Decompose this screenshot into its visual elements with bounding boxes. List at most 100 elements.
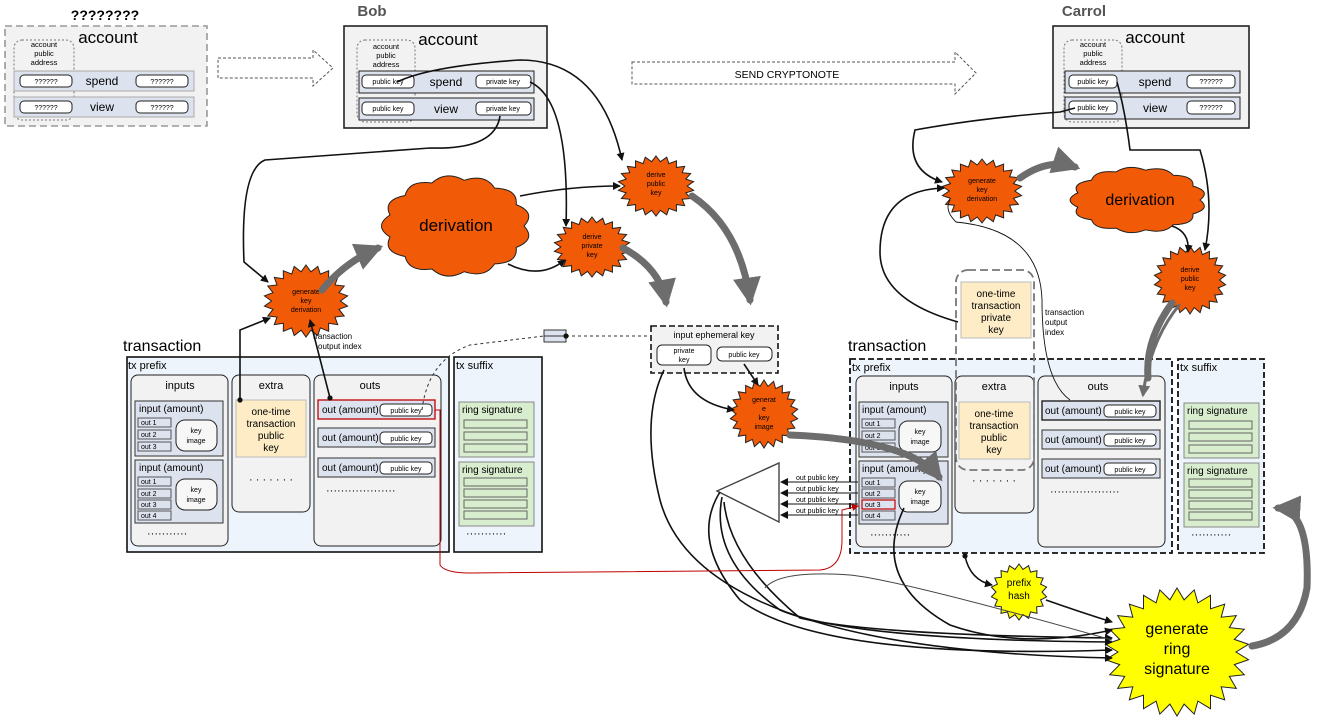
svg-text:out 4: out 4: [865, 513, 881, 520]
dashed-hash-link: [421, 335, 545, 411]
svg-text:public key: public key: [1114, 438, 1146, 445]
svg-text:spend: spend: [1139, 75, 1172, 89]
svg-text:out 1: out 1: [865, 421, 881, 428]
svg-text:image: image: [186, 497, 205, 504]
carrol-view-public-key: [1068, 100, 1118, 115]
generate-key-image-star: [729, 379, 799, 449]
hash-list-icon: [543, 329, 567, 343]
carrol-generate-key-derivation-star: [941, 158, 1023, 224]
blob-layer: [263, 155, 1250, 717]
carrol-key-image-2: [898, 480, 942, 513]
svg-text:tx prefix: tx prefix: [852, 362, 891, 374]
svg-text:key: key: [191, 487, 202, 494]
carrol-spend-private-key: [1186, 74, 1236, 89]
bob-tx-prefix-label: tx prefix: [128, 360, 167, 372]
bob-account: Bob account account public address publi…: [343, 3, 548, 129]
svg-text:input (amount): input (amount): [139, 404, 203, 415]
svg-text:out 1: out 1: [141, 420, 157, 427]
svg-text:out (amount): out (amount): [1045, 435, 1102, 446]
svg-text:public key: public key: [372, 106, 404, 113]
svg-text:one-time: one-time: [975, 409, 1014, 420]
prefix-hash-star: [990, 563, 1048, 621]
svg-text:key: key: [986, 445, 1002, 456]
svg-text:generat: generat: [752, 397, 776, 404]
svg-text:private key: private key: [486, 79, 520, 86]
svg-text:out 3: out 3: [141, 502, 157, 509]
svg-text:derivation: derivation: [291, 307, 321, 314]
svg-text:generate: generate: [292, 289, 320, 296]
svg-text:??????: ??????: [150, 79, 173, 86]
svg-text:??????: ??????: [34, 79, 57, 86]
bob-derive-private-key-star: [553, 216, 631, 278]
svg-text:ring signature: ring signature: [462, 405, 523, 416]
svg-text:spend: spend: [430, 75, 463, 89]
svg-text:input (amount): input (amount): [139, 463, 203, 474]
svg-text:ring signature: ring signature: [462, 465, 523, 476]
red-output-reference: [435, 409, 859, 574]
svg-text:e: e: [762, 406, 766, 413]
svg-text:public key: public key: [390, 408, 422, 415]
svg-text:key: key: [977, 187, 988, 194]
svg-text:image: image: [186, 438, 205, 445]
svg-text:image: image: [910, 439, 929, 446]
svg-text:??????: ??????: [1199, 105, 1222, 112]
svg-text:ring signature: ring signature: [1187, 406, 1248, 417]
svg-text:derive: derive: [582, 234, 601, 241]
svg-text:out 2: out 2: [865, 491, 881, 498]
svg-text:ring signature: ring signature: [1187, 466, 1248, 477]
bob-tx-title: transaction: [123, 338, 201, 355]
svg-text:key: key: [1185, 285, 1196, 292]
svg-text:outs: outs: [1088, 381, 1109, 393]
svg-text:image: image: [910, 499, 929, 506]
carrol-one-time-dashed-region: [955, 269, 1035, 471]
flow-arrow-anon-to-bob: [217, 48, 334, 88]
bob-output-index-label: transaction: [313, 332, 352, 341]
svg-text:inputs: inputs: [889, 381, 919, 393]
bob-derive-public-key-star: [617, 155, 695, 217]
svg-text:out (amount): out (amount): [322, 433, 379, 444]
svg-text:key: key: [915, 489, 926, 496]
carrol-derive-to-outs-arrow: [1138, 303, 1182, 398]
bob-key-image-2: [175, 478, 218, 511]
svg-text:image: image: [754, 424, 773, 431]
svg-text:private: private: [981, 313, 1011, 324]
connectors: [237, 59, 1211, 662]
ring-selector-triangle: [715, 461, 780, 524]
svg-text:out (amount): out (amount): [1045, 464, 1102, 475]
svg-text:public key: public key: [1114, 467, 1146, 474]
anon-address-label: public: [34, 49, 54, 58]
svg-text:signature: signature: [1144, 661, 1210, 678]
bob-derivation-label: derivation: [419, 216, 493, 235]
svg-text:account: account: [373, 42, 400, 51]
svg-text:derive: derive: [646, 172, 665, 179]
svg-text:public key: public key: [1114, 409, 1146, 416]
svg-text:public key: public key: [390, 466, 422, 473]
svg-text:??????: ??????: [34, 105, 57, 112]
svg-text:···········: ···········: [1191, 529, 1231, 541]
ephemeral-key-title: input ephemeral key: [673, 330, 755, 340]
bob-view-private-key: [475, 101, 532, 116]
carrol-out-3-highlight: [861, 499, 896, 510]
svg-text:derivation: derivation: [967, 196, 997, 203]
svg-text:inputs: inputs: [165, 380, 195, 392]
svg-text:public: public: [258, 431, 284, 442]
carrol-title: Carrol: [1062, 3, 1106, 20]
svg-text:private key: private key: [486, 106, 520, 113]
svg-text:one-time: one-time: [252, 407, 291, 418]
svg-text:out (amount): out (amount): [322, 463, 379, 474]
svg-text:public: public: [376, 51, 396, 60]
ephemeral-public-key: [716, 346, 773, 362]
svg-text:out 3: out 3: [865, 502, 881, 509]
svg-text:out 1: out 1: [141, 479, 157, 486]
bob-transaction: transaction tx prefix tx suffix inputs i…: [123, 338, 543, 553]
svg-text:transaction: transaction: [972, 301, 1021, 312]
svg-text:extra: extra: [982, 381, 1007, 393]
svg-text:public key: public key: [372, 79, 404, 86]
one-time-private-key: [960, 281, 1032, 339]
svg-text:key: key: [651, 190, 662, 197]
svg-text:public: public: [647, 181, 666, 188]
svg-text:out 2: out 2: [141, 432, 157, 439]
anon-spend-label: spend: [86, 74, 119, 88]
